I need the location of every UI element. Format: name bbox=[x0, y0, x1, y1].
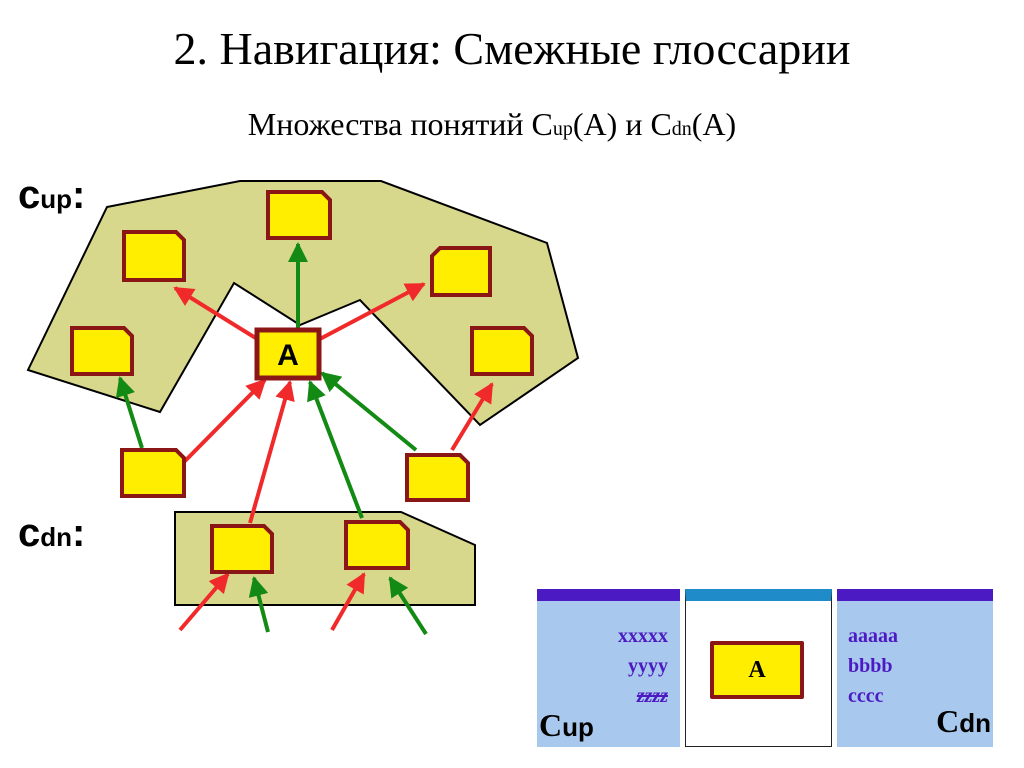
node-center-a bbox=[254, 327, 322, 381]
list-item[interactable]: bbbb bbox=[848, 655, 893, 677]
list-item[interactable]: cccc bbox=[848, 685, 884, 707]
node-mid-left bbox=[70, 326, 134, 376]
node-cdn-left bbox=[210, 524, 274, 574]
panel-cup-list: xxxxx yyyy zzzz bbox=[618, 621, 668, 711]
node-cdn-right bbox=[344, 520, 410, 570]
subtitle-middle: (А) и С bbox=[572, 106, 672, 142]
subtitle-suffix: (А) bbox=[691, 106, 737, 142]
subtitle-prefix: Множества понятий С bbox=[247, 106, 553, 142]
arrow-red-lower-right bbox=[450, 382, 494, 452]
node-lower-right bbox=[405, 453, 470, 502]
panel-cup: xxxxx yyyy zzzz Cup bbox=[537, 589, 680, 747]
arrows bbox=[115, 242, 494, 636]
node-center-label: A bbox=[277, 339, 299, 372]
arrow-red-in-2 bbox=[330, 572, 366, 631]
arrow-green-in-1 bbox=[248, 576, 270, 633]
panel-cdn-list: aaaaa bbbb cccc bbox=[848, 621, 898, 711]
arrow-red-lower-left-to-a bbox=[182, 378, 267, 464]
list-item[interactable]: aaaaa bbox=[848, 625, 898, 647]
subtitle-dn-sub: dn bbox=[671, 118, 692, 140]
list-item[interactable]: yyyy bbox=[628, 655, 668, 677]
page-title: 2. Навигация: Смежные глоссарии bbox=[173, 23, 851, 74]
list-item[interactable]: zzzz bbox=[636, 685, 668, 707]
list-item[interactable]: xxxxx bbox=[618, 625, 668, 647]
arrow-up-red-left bbox=[173, 286, 264, 344]
arrow-green-lower-left bbox=[115, 376, 144, 449]
node-top bbox=[266, 190, 332, 240]
panel-cdn-label: Cdn bbox=[936, 703, 991, 739]
panel-cdn: aaaaa bbbb cccc Cdn bbox=[837, 589, 993, 747]
subtitle-up-sub: up bbox=[552, 118, 573, 140]
arrow-green-cdn-right bbox=[307, 380, 364, 519]
nodes bbox=[70, 190, 534, 574]
panel-center: A bbox=[685, 589, 832, 747]
panel-center-node[interactable]: A bbox=[710, 641, 804, 699]
arrow-red-in-1 bbox=[178, 572, 230, 632]
node-upper-left bbox=[122, 230, 186, 282]
arrow-up-red-right bbox=[317, 282, 426, 342]
cdn-label: cdn: bbox=[18, 511, 85, 555]
arrow-green-in-2 bbox=[388, 576, 428, 636]
node-mid-right bbox=[470, 326, 534, 376]
page-subtitle: Множества понятий Сup(А) и Сdn(А) bbox=[0, 106, 984, 143]
node-upper-right bbox=[430, 246, 492, 297]
cup-label: cup: bbox=[18, 173, 85, 217]
arrow-red-cdn-left bbox=[248, 380, 295, 524]
node-lower-left bbox=[120, 448, 186, 498]
arrow-green-lower-right-to-a bbox=[320, 371, 418, 452]
panel-cup-label: Cup bbox=[539, 707, 594, 743]
